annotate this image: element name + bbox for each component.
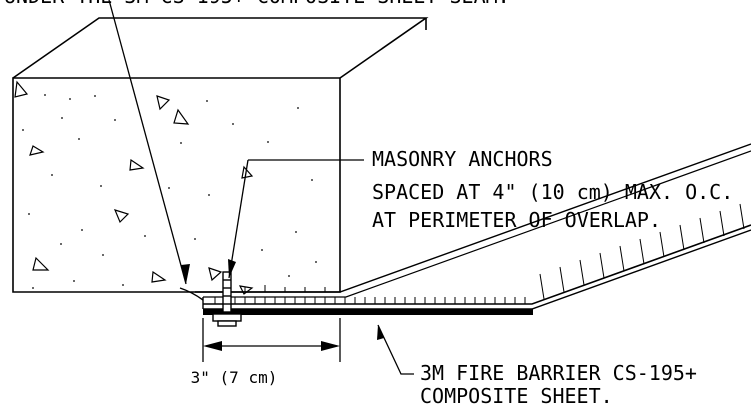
anchors-callout-line-1: MASONRY ANCHORS bbox=[372, 147, 553, 171]
dimension-overlap bbox=[202, 318, 341, 362]
sheet-edge-curl bbox=[179, 287, 204, 301]
sheet-bottom-edge bbox=[203, 224, 751, 305]
top-note-leader bbox=[108, 0, 187, 285]
sheet-top-edge bbox=[195, 143, 751, 293]
dimension-arrowheads bbox=[203, 341, 340, 351]
concrete-block bbox=[12, 17, 429, 293]
overlap-ridges bbox=[224, 285, 326, 292]
anchors-arrowhead bbox=[228, 259, 236, 278]
sheet-top-edge-inner bbox=[203, 150, 751, 298]
sheet-cells bbox=[214, 203, 745, 304]
anchors-callout-line-2: SPACED AT 4" (10 cm) MAX. O.C. bbox=[372, 180, 733, 204]
anchors-callout-line-3: AT PERIMETER OF OVERLAP. bbox=[372, 208, 661, 232]
anchors-leader-1 bbox=[228, 159, 249, 279]
concrete-stipple bbox=[22, 94, 317, 289]
top-note: UNDER THE 3M CS-195+ COMPOSITE SHEET SEA… bbox=[4, 0, 510, 8]
sheet-arrowhead bbox=[377, 325, 384, 340]
leader-lines bbox=[108, 0, 414, 375]
sheet-callout: 3M FIRE BARRIER CS-195+ COMPOSITE SHEET. bbox=[420, 361, 697, 406]
sheet-callout-line-2: COMPOSITE SHEET. bbox=[420, 384, 613, 406]
concrete-aggregate-triangles bbox=[14, 80, 254, 295]
sheet-hatch-band bbox=[203, 309, 533, 315]
block-front-face bbox=[12, 77, 341, 293]
dimension-label: 3" (7 cm) bbox=[191, 368, 278, 387]
block-top-face bbox=[12, 17, 429, 79]
masonry-anchor bbox=[212, 271, 242, 327]
anchors-callout: MASONRY ANCHORS SPACED AT 4" (10 cm) MAX… bbox=[372, 147, 733, 232]
sheet-callout-line-1: 3M FIRE BARRIER CS-195+ bbox=[420, 361, 697, 385]
sheet-leader bbox=[377, 324, 414, 375]
leader-arrowheads bbox=[181, 259, 384, 340]
top-note-arrowhead bbox=[181, 264, 190, 284]
